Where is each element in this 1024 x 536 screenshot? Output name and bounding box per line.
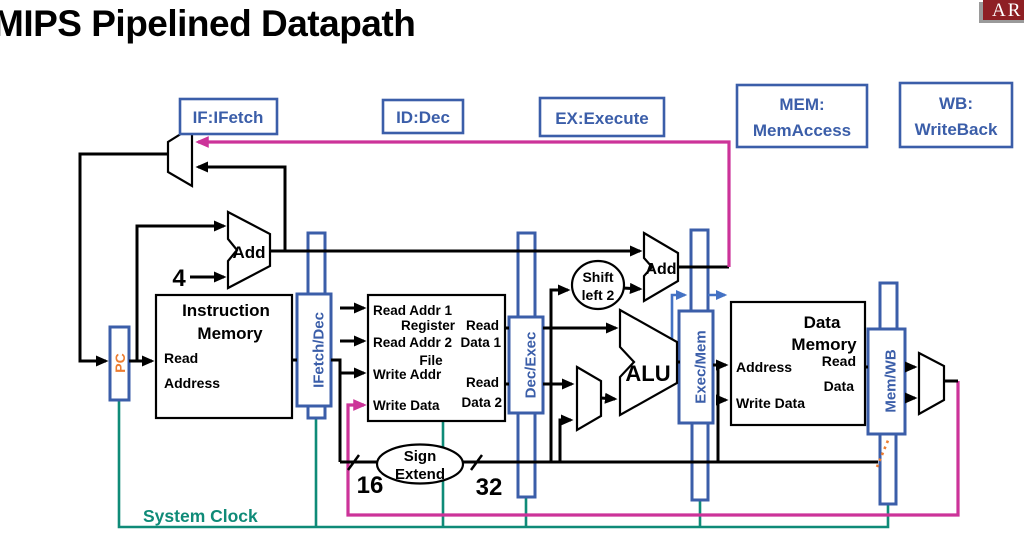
- branch-signal-in-wire: [670, 289, 688, 345]
- writeback-mux: [917, 351, 946, 416]
- stage-box-wb: [898, 81, 1014, 149]
- pc-register: [108, 325, 131, 402]
- pipeline-registers: IFetch/Dec Dec/Exec Exec/Mem Mem/WB: [295, 292, 907, 436]
- unit-labels: Add Add ALU Shift left 2 Sign Extend: [232, 243, 676, 483]
- ifdec-register-label: IFetch/Dec: [311, 312, 328, 388]
- shift-left-label-2: left 2: [582, 287, 615, 303]
- rf-read-data2-a: Read: [466, 375, 499, 390]
- pc-source-mux: [166, 125, 194, 188]
- alu-src-mux: [575, 365, 603, 432]
- branch-feedback-wire: [195, 136, 731, 267]
- rf-title-1: Register: [401, 318, 456, 333]
- rf-read-addr2: Read Addr 2: [373, 335, 452, 350]
- sign-extend-label-2: Extend: [395, 466, 445, 483]
- sign-extend-unit: [375, 443, 465, 485]
- data-memory-labels: Data Memory Address Write Data Read Data: [736, 313, 857, 411]
- decexec-register-label: Dec/Exec: [523, 332, 540, 399]
- stage-label-mem-2: MemAccess: [753, 121, 851, 140]
- ifdec-top-tab: [306, 231, 327, 301]
- stage-label-mem-1: MEM:: [779, 95, 824, 114]
- next-pc-wire: [78, 152, 168, 367]
- shift-to-add-wire: [622, 282, 643, 294]
- logo-text: AR: [992, 0, 1022, 21]
- stage-label-if: IF:IFetch: [193, 108, 264, 127]
- stage-box-ex: [538, 96, 666, 138]
- imem-port-read: Read: [164, 350, 198, 366]
- execmem-bottom-tab: [690, 418, 710, 502]
- alu-result-dotted-wire: [875, 437, 891, 468]
- rf-write-data: Write Data: [373, 398, 440, 413]
- stage-labels: IF:IFetch ID:Dec EX:Execute MEM: MemAcce…: [178, 81, 1014, 149]
- decexec-bottom-tab: [516, 406, 537, 499]
- decexec-top-tab: [516, 231, 537, 325]
- slash-16-icon: [346, 454, 361, 471]
- system-clock-label: System Clock: [143, 506, 258, 526]
- instruction-memory: [154, 293, 294, 420]
- rf-read-data2-b: Data 2: [461, 395, 502, 410]
- stage-box-if: [178, 97, 279, 136]
- instruction-bus-wire: [331, 358, 342, 462]
- datapath-wires-upper: [195, 136, 878, 464]
- shift-left-2-unit: [570, 259, 626, 311]
- register-file: [366, 293, 507, 423]
- stage-box-id: [381, 98, 465, 135]
- pc-to-adder-wire: [135, 220, 227, 361]
- memwb-top-tab: [878, 281, 899, 335]
- shift-left-input-wire: [549, 284, 571, 462]
- pc-adder: [226, 210, 272, 290]
- slash-32-icon: [469, 454, 484, 471]
- pc-adder-label: Add: [232, 243, 265, 262]
- dmem-port-address: Address: [736, 359, 792, 375]
- dmem-title-2: Memory: [791, 335, 857, 354]
- width-16: 16: [357, 472, 384, 499]
- rf-read-data1-b: Data 1: [460, 335, 501, 350]
- instruction-memory-labels: Instruction Memory Read Address: [164, 301, 270, 391]
- memwb-register: [866, 327, 907, 436]
- constants: 4 16 32: [172, 265, 502, 501]
- pc-register-label: PC: [112, 353, 128, 372]
- branch-adder-label: Add: [645, 261, 676, 278]
- imem-title-1: Instruction: [182, 301, 270, 320]
- functional-units: [154, 125, 946, 485]
- imem-port-address: Address: [164, 375, 220, 391]
- sign-extend-label-1: Sign: [404, 448, 437, 465]
- logo: AR: [979, 0, 1024, 23]
- shift-left-label-1: Shift: [582, 269, 613, 285]
- rf-read-addr1: Read Addr 1: [373, 303, 453, 318]
- alu-mux-imm-wire: [558, 414, 574, 462]
- decexec-register: [507, 315, 545, 415]
- mux-to-alu-wire: [600, 392, 618, 404]
- rf-read-data1-a: Read: [466, 318, 499, 333]
- execmem-register: [677, 309, 715, 425]
- rf-write-addr: Write Addr: [373, 367, 442, 382]
- pipeline-register-tabs: [306, 228, 899, 506]
- execmem-top-tab: [689, 228, 710, 318]
- pc-plus4-to-mux-wire: [195, 161, 287, 251]
- dmem-port-writedata: Write Data: [736, 395, 805, 411]
- stage-label-wb-2: WriteBack: [915, 120, 998, 139]
- data-memory: [729, 300, 867, 427]
- execmem-register-label: Exec/Mem: [693, 330, 710, 403]
- dmem-port-data: Data: [824, 378, 855, 394]
- memwb-register-label: Mem/WB: [883, 349, 900, 413]
- stage-box-mem: [735, 83, 869, 149]
- stage-label-wb-1: WB:: [939, 94, 973, 113]
- page-title: MIPS Pipelined Datapath: [0, 3, 415, 44]
- register-file-labels: Read Addr 1 Register Read Addr 2 File Wr…: [373, 303, 502, 413]
- logo-background: [983, 0, 1024, 20]
- stage-label-id: ID:Dec: [396, 108, 450, 127]
- alu-label: ALU: [625, 361, 670, 386]
- rf-title-2: File: [419, 353, 443, 368]
- dmem-port-read: Read: [822, 353, 856, 369]
- branch-adder: [642, 231, 680, 303]
- writeback-path-wire: [346, 381, 960, 517]
- alu-unit: [618, 308, 679, 417]
- stage-label-ex: EX:Execute: [555, 109, 649, 128]
- width-32: 32: [476, 474, 503, 501]
- imem-title-2: Memory: [197, 324, 263, 343]
- dmem-title-1: Data: [804, 313, 841, 332]
- ifdec-register: [295, 292, 333, 408]
- const-4: 4: [172, 265, 186, 292]
